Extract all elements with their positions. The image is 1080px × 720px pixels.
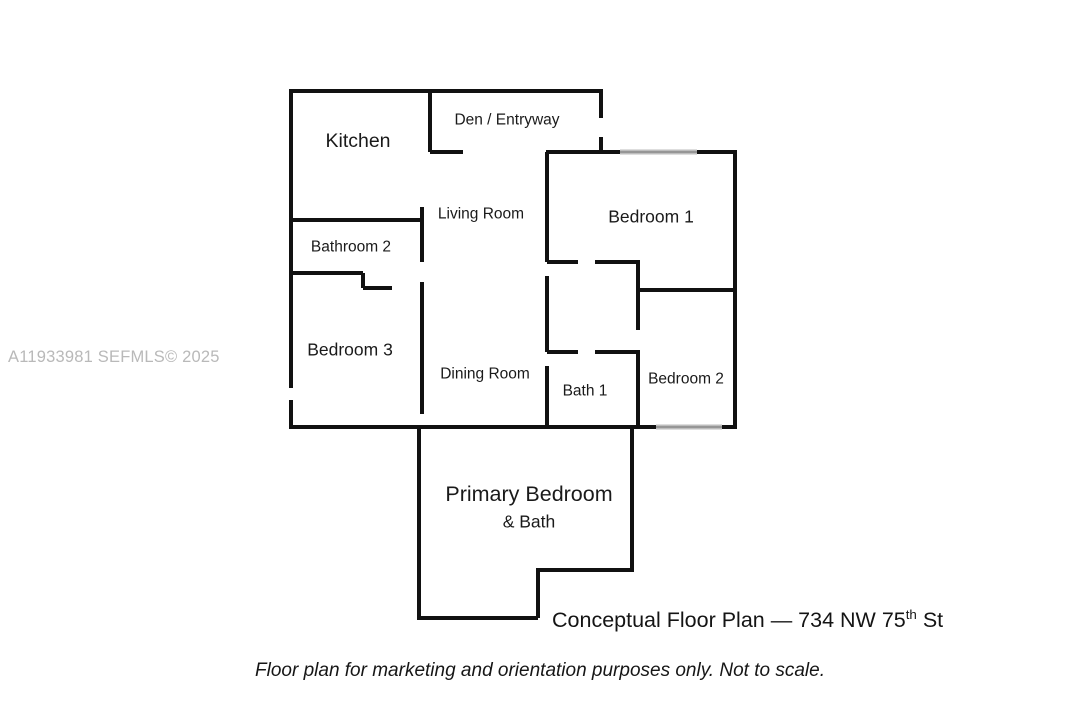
exterior-walls bbox=[289, 89, 737, 429]
room-label-bath-1: Bath 1 bbox=[562, 382, 608, 400]
room-label-primary-bedroom: Primary Bedroom bbox=[445, 481, 613, 506]
caption-title-suffix: St bbox=[916, 608, 944, 632]
room-label-den-entryway: Den / Entryway bbox=[454, 111, 560, 129]
room-label-bedroom-1: Bedroom 1 bbox=[608, 206, 694, 227]
caption-title-prefix: Conceptual Floor Plan — 734 NW 75 bbox=[552, 608, 906, 632]
room-label-bedroom-3: Bedroom 3 bbox=[307, 339, 393, 360]
room-label-dining-room: Dining Room bbox=[440, 365, 530, 383]
mls-watermark: A11933981 SEFMLS© 2025 bbox=[8, 348, 220, 366]
room-label-bathroom-2: Bathroom 2 bbox=[310, 238, 392, 256]
primary-bedroom-walls bbox=[417, 427, 634, 620]
floor-plan-caption-title: Conceptual Floor Plan — 734 NW 75th St bbox=[552, 608, 943, 633]
interior-walls bbox=[291, 91, 737, 429]
floor-plan-disclaimer: Floor plan for marketing and orientation… bbox=[255, 660, 825, 681]
room-label-bedroom-2: Bedroom 2 bbox=[648, 370, 724, 388]
caption-title-superscript: th bbox=[905, 606, 917, 622]
windows bbox=[620, 149, 722, 430]
room-label-living-room: Living Room bbox=[437, 205, 525, 223]
room-label-primary-bath: & Bath bbox=[502, 511, 556, 532]
room-label-kitchen: Kitchen bbox=[325, 130, 391, 153]
